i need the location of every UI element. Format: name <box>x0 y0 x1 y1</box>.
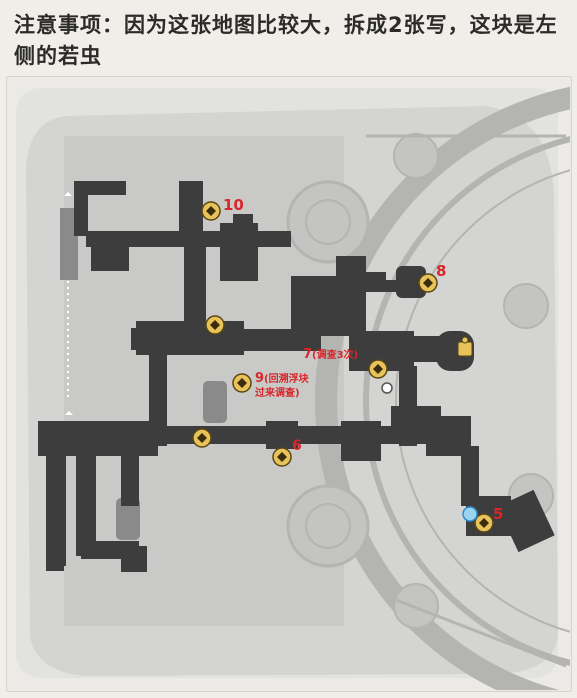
map[interactable]: 10 8 7 (调查3次) 9 (回溯浮块 过来调查) 6 5 <box>6 76 570 690</box>
marker-9-note-line1: (回溯浮块 <box>264 372 310 385</box>
arrow-up-icon <box>64 192 73 415</box>
marker-8-label: 8 <box>436 262 446 280</box>
marker-10-label: 10 <box>223 196 244 214</box>
marker-7[interactable]: 7 (调查3次) <box>303 347 388 379</box>
marker-9-label: 9 <box>255 371 264 386</box>
notice-text: 注意事项：因为这张地图比较大，拆成2张写，这块是左侧的若虫 <box>14 13 558 68</box>
marker-8[interactable]: 8 <box>418 262 446 293</box>
marker-7-label: 7 <box>303 347 312 362</box>
marker-9-note-line2: 过来调查) <box>255 386 300 399</box>
location-ring-icon <box>381 382 393 394</box>
marker-6-label: 6 <box>292 438 302 454</box>
marker-7-note: (调查3次) <box>312 348 358 361</box>
teleport-icon[interactable] <box>462 506 478 522</box>
marker-unnamed-center[interactable] <box>205 315 225 335</box>
marker-10[interactable]: 10 <box>201 196 244 221</box>
marker-5-label: 5 <box>493 505 503 523</box>
marker-9[interactable]: 9 (回溯浮块 过来调查) <box>232 371 310 399</box>
marker-unnamed-left[interactable] <box>192 428 212 448</box>
marker-5[interactable]: 5 <box>474 505 503 533</box>
puzzle-icon[interactable] <box>457 336 473 357</box>
marker-6[interactable]: 6 <box>272 438 302 467</box>
light-rooms <box>60 208 227 540</box>
